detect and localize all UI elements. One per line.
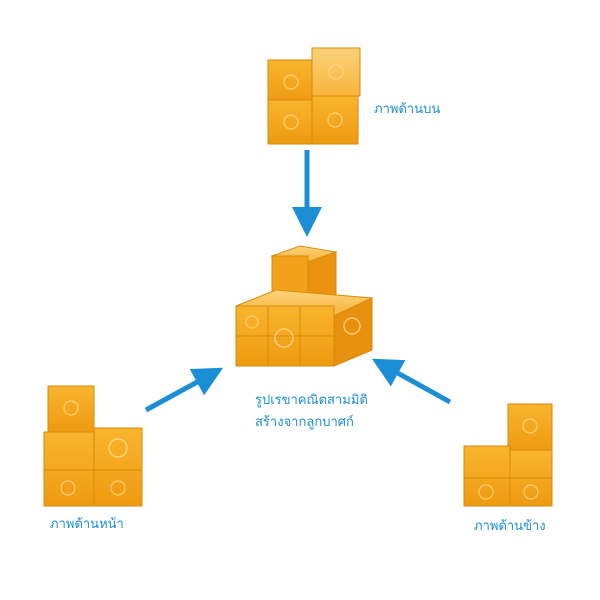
arrow-front-to-center	[144, 367, 224, 413]
front-view-cubes	[43, 385, 143, 507]
center-label-line2: สร้างจากลูกบาศก์	[255, 415, 354, 430]
center-shape-label: รูปเรขาคณิตสามมิติ สร้างจากลูกบาศก์	[255, 390, 368, 434]
top-view-label: ภาพด้านบน	[374, 102, 441, 117]
side-view-cubes	[463, 403, 553, 507]
center-shape-cubes	[235, 245, 374, 367]
top-view-cubes	[267, 47, 361, 145]
center-label-line1: รูปเรขาคณิตสามมิติ	[255, 393, 368, 408]
side-view-label: ภาพด้านข้าง	[474, 519, 546, 534]
arrow-side-to-center	[371, 358, 452, 405]
front-view-label: ภาพด้านหน้า	[50, 517, 124, 532]
